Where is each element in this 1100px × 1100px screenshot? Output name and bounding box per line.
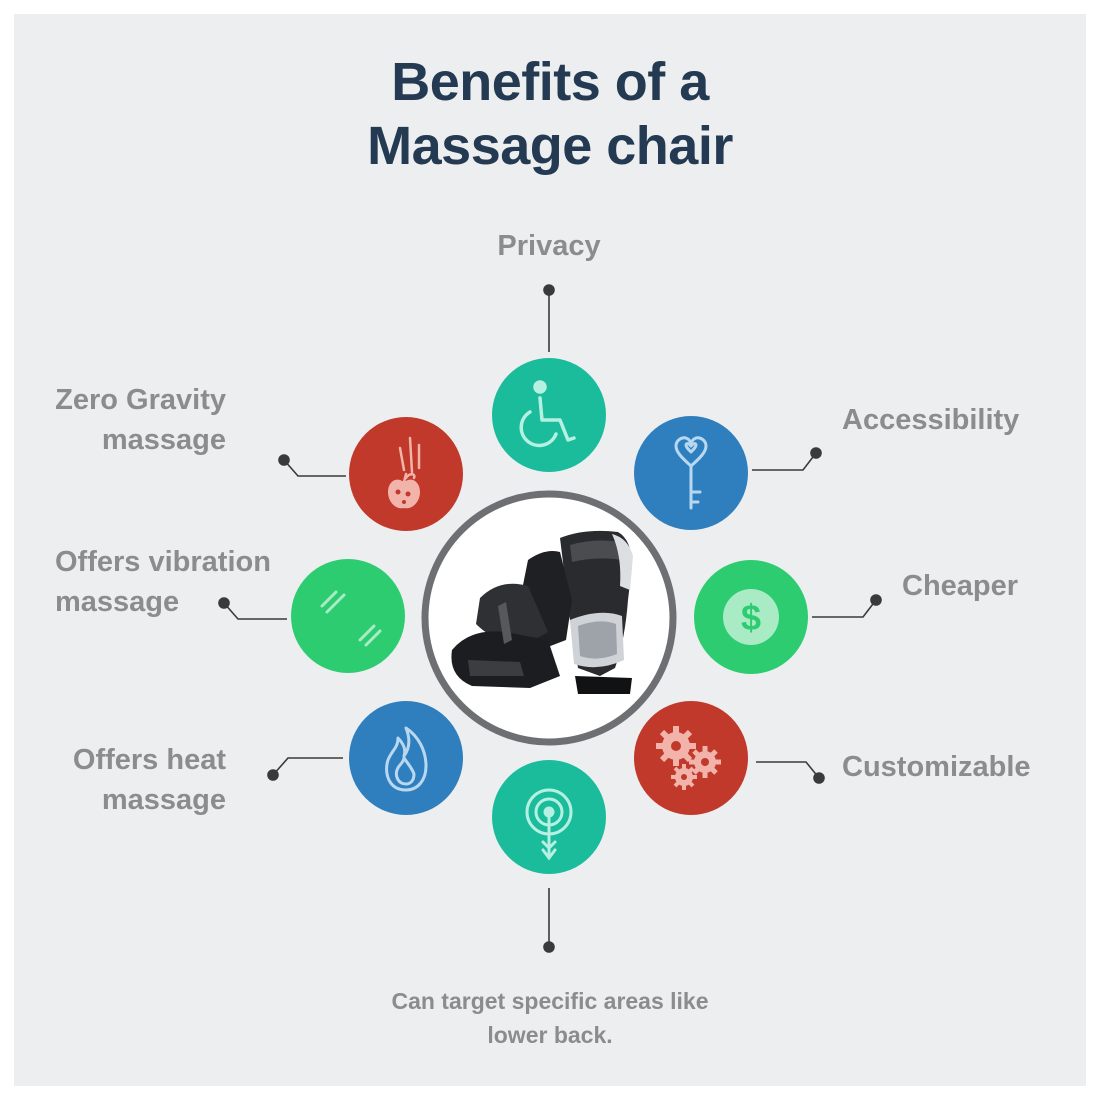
- vibration-label-line-2: massage: [55, 586, 180, 618]
- vibration-label-line-1: Offers vibration: [55, 546, 271, 578]
- target-label-line-2: lower back.: [487, 1022, 613, 1048]
- privacy-label: Privacy: [497, 230, 601, 262]
- heart-key-icon: [674, 436, 708, 510]
- connector-customizable: [756, 761, 825, 784]
- accessibility-label: Accessibility: [842, 404, 1020, 436]
- vibration-circle: [291, 559, 405, 673]
- target-label-line-1: Can target specific areas like: [391, 988, 709, 1014]
- gears-icon: [656, 726, 721, 790]
- cheaper-label: Cheaper: [902, 570, 1019, 602]
- heat-circle: [349, 701, 463, 815]
- wheelchair-icon: [519, 380, 576, 448]
- target-label: Can target specific areas like lower bac…: [330, 984, 770, 1052]
- privacy-circle: [492, 358, 606, 472]
- connectors: [218, 284, 882, 953]
- title-line-1: Benefits of a: [391, 52, 709, 112]
- dollar-coin-icon: $: [723, 589, 779, 645]
- connector-accessibility: [752, 447, 822, 471]
- zero-gravity-label-line-2: massage: [101, 424, 226, 456]
- title-line-2: Massage chair: [367, 116, 733, 176]
- heat-label-line-2: massage: [101, 784, 226, 816]
- vibration-lines-icon: [320, 590, 382, 647]
- connector-cheaper: [812, 594, 882, 618]
- vibration-label: Offers vibration massage: [55, 542, 271, 622]
- zero-gravity-label: Zero Gravity massage: [26, 380, 226, 460]
- connector-vibration: [218, 597, 287, 620]
- connector-privacy: [543, 284, 555, 352]
- connector-zero-gravity: [278, 454, 346, 477]
- customizable-label: Customizable: [842, 751, 1031, 783]
- heat-label: Offers heat massage: [26, 740, 226, 820]
- zero-gravity-label-line-1: Zero Gravity: [55, 384, 226, 416]
- svg-text:$: $: [741, 597, 761, 638]
- falling-apple-icon: [388, 436, 421, 509]
- page-title: Benefits of a Massage chair: [0, 50, 1100, 178]
- connector-heat: [267, 757, 343, 781]
- massage-chair-image: [451, 530, 633, 694]
- connector-target: [543, 888, 555, 953]
- flame-icon: [385, 726, 428, 792]
- heat-label-line-1: Offers heat: [72, 744, 226, 776]
- target-arrow-icon: [525, 788, 573, 861]
